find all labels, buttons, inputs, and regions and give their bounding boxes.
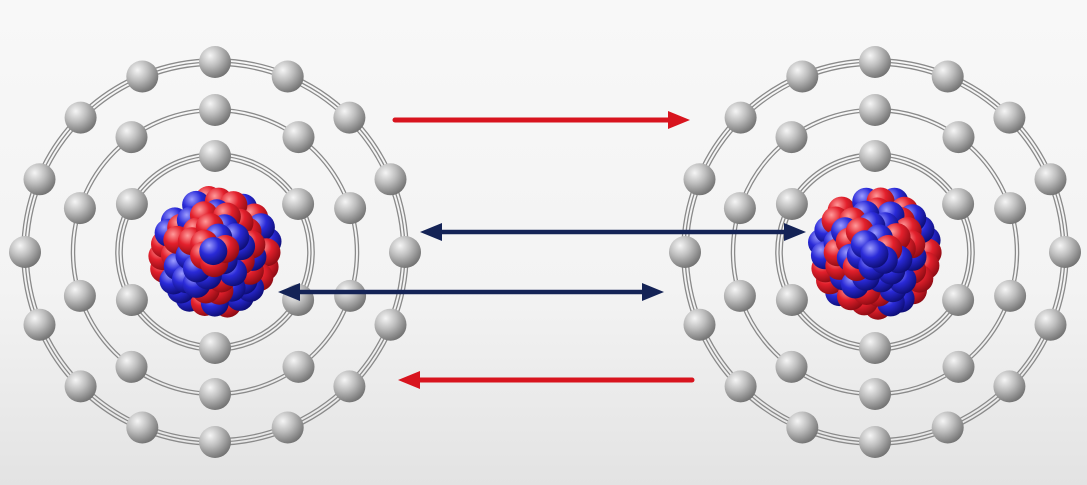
electron — [199, 140, 231, 172]
top-red-arrow — [392, 111, 690, 129]
arrow-head-right — [784, 223, 806, 241]
electron — [1034, 308, 1067, 341]
electron — [942, 350, 975, 383]
electron — [723, 192, 756, 225]
electron — [64, 370, 97, 403]
left-atom — [9, 46, 421, 458]
electron — [271, 60, 304, 93]
electron — [23, 163, 56, 196]
electron — [931, 411, 964, 444]
electron — [786, 411, 819, 444]
neutron — [199, 237, 228, 266]
electron — [775, 284, 808, 316]
electron — [63, 192, 96, 225]
electron — [63, 279, 96, 312]
electron — [931, 60, 964, 93]
arrow-head-left — [398, 371, 420, 389]
electron — [669, 236, 701, 268]
electron — [374, 163, 407, 196]
electron — [723, 279, 756, 312]
electron — [115, 350, 148, 383]
electron — [942, 188, 975, 220]
right-atom — [669, 46, 1081, 458]
electron — [993, 370, 1026, 403]
electron — [334, 279, 367, 312]
electron — [199, 94, 231, 126]
electron — [64, 101, 97, 134]
electron — [724, 370, 757, 403]
electron — [115, 121, 148, 154]
lower-blue-arrow — [278, 283, 664, 301]
electron — [199, 332, 231, 364]
electron — [775, 121, 808, 154]
electron — [859, 94, 891, 126]
arrow-head-right — [668, 111, 690, 129]
electron — [775, 350, 808, 383]
electron — [374, 308, 407, 341]
electron — [23, 308, 56, 341]
electron — [199, 46, 231, 78]
electron — [282, 121, 315, 154]
electron — [775, 188, 808, 220]
bottom-red-arrow — [398, 371, 695, 389]
electron — [859, 46, 891, 78]
electron — [683, 163, 716, 196]
electron — [333, 370, 366, 403]
upper-blue-arrow — [420, 223, 806, 241]
electron — [724, 101, 757, 134]
electron — [282, 188, 315, 220]
arrow-head-left — [420, 223, 442, 241]
electron — [1034, 163, 1067, 196]
electron — [115, 188, 148, 220]
electron — [859, 378, 891, 410]
electron — [859, 426, 891, 458]
electron — [126, 60, 159, 93]
electron — [389, 236, 421, 268]
electron — [115, 284, 148, 316]
electron — [859, 140, 891, 172]
electron — [1049, 236, 1081, 268]
electron — [786, 60, 819, 93]
neutron — [860, 239, 889, 268]
arrow-head-right — [642, 283, 664, 301]
arrow-head-left — [278, 283, 300, 301]
electron — [333, 101, 366, 134]
electron — [994, 192, 1027, 225]
electron — [942, 121, 975, 154]
electron — [271, 411, 304, 444]
electron — [942, 284, 975, 316]
electron — [334, 192, 367, 225]
electron — [9, 236, 41, 268]
electron — [199, 378, 231, 410]
electron — [282, 350, 315, 383]
electron — [199, 426, 231, 458]
electron — [683, 308, 716, 341]
electron — [994, 279, 1027, 312]
electron — [993, 101, 1026, 134]
electron — [859, 332, 891, 364]
electron — [126, 411, 159, 444]
